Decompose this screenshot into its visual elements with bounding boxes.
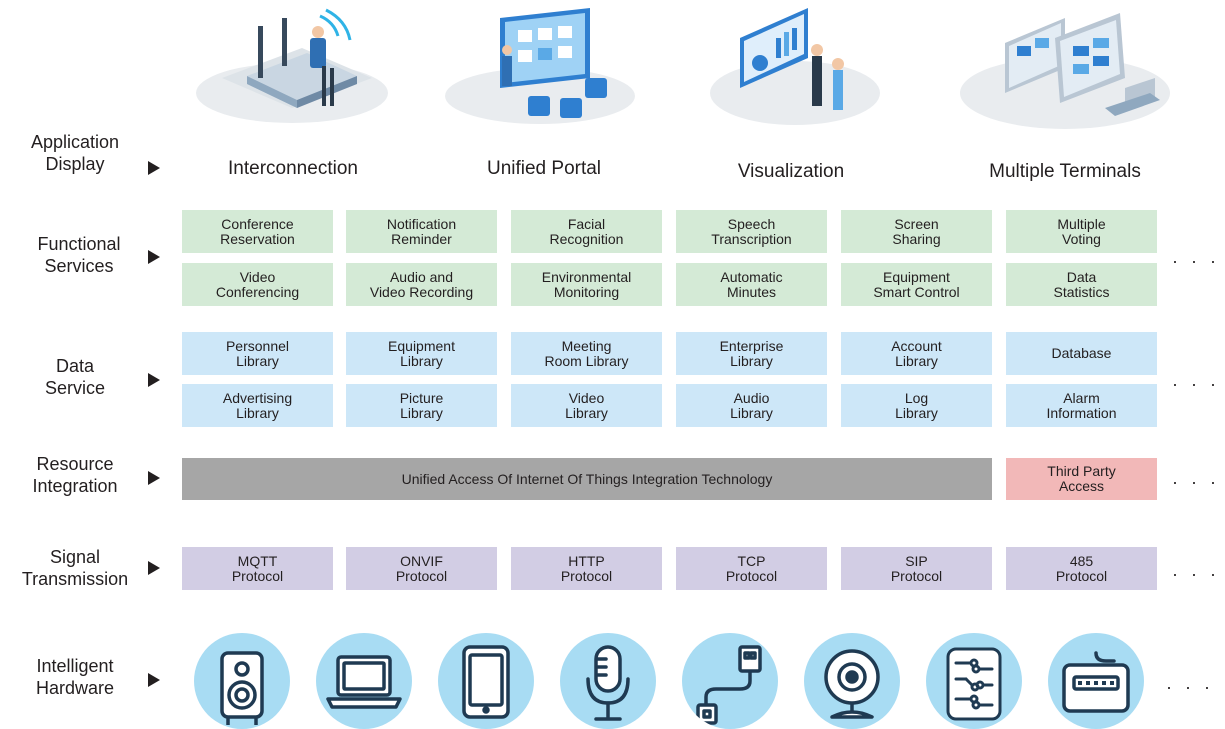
unified-access-bar: Unified Access Of Internet Of Things Int… [182, 458, 992, 500]
arrow-icon [148, 561, 160, 575]
arrow-icon [148, 673, 160, 687]
row-label-intelligent-hardware: Intelligent Hardware [35, 656, 115, 698]
speaker-icon [194, 633, 290, 729]
arrow-icon [148, 373, 160, 387]
interconnection-illustration [196, 8, 388, 123]
third-party-access-box: Third Party Access [1006, 458, 1157, 500]
protocol-box: MQTT Protocol [182, 547, 333, 590]
data-service-box: Enterprise Library [676, 332, 827, 375]
application-title: Multiple Terminals [989, 161, 1141, 182]
laptop-icon [316, 633, 412, 729]
protocol-box: HTTP Protocol [511, 547, 662, 590]
row-label-signal-transmission: Signal Transmission [21, 547, 129, 589]
functional-service-box: Audio and Video Recording [346, 263, 497, 306]
functional-service-box: Facial Recognition [511, 210, 662, 253]
functional-service-box: Conference Reservation [182, 210, 333, 253]
protocol-box: 485 Protocol [1006, 547, 1157, 590]
keyboard-icon [1048, 633, 1144, 729]
application-title: Interconnection [228, 158, 358, 179]
row-label-data-service: Data Service [44, 356, 106, 398]
data-service-box: Video Library [511, 384, 662, 427]
data-service-box: Picture Library [346, 384, 497, 427]
data-service-box: Audio Library [676, 384, 827, 427]
functional-service-box: Environmental Monitoring [511, 263, 662, 306]
data-service-box: Account Library [841, 332, 992, 375]
row-label-resource-integration: Resource Integration [32, 454, 118, 496]
more-ellipsis: · · · [1172, 251, 1220, 271]
functional-service-box: Multiple Voting [1006, 210, 1157, 253]
row-label-application-display: Application Display [30, 132, 120, 174]
data-service-box: Meeting Room Library [511, 332, 662, 375]
arrow-icon [148, 250, 160, 264]
functional-service-box: Screen Sharing [841, 210, 992, 253]
data-service-box: Database [1006, 332, 1157, 375]
more-ellipsis: · · · [1172, 374, 1220, 394]
tablet-icon [438, 633, 534, 729]
protocol-box: ONVIF Protocol [346, 547, 497, 590]
multiple-terminals-illustration [960, 13, 1170, 129]
protocol-box: TCP Protocol [676, 547, 827, 590]
application-title: Unified Portal [486, 158, 602, 179]
usb-cable-icon [682, 633, 778, 729]
data-service-box: Advertising Library [182, 384, 333, 427]
functional-service-box: Speech Transcription [676, 210, 827, 253]
data-service-box: Personnel Library [182, 332, 333, 375]
more-ellipsis: · · · [1166, 677, 1214, 697]
functional-service-box: Notification Reminder [346, 210, 497, 253]
arrow-icon [148, 471, 160, 485]
data-service-box: Equipment Library [346, 332, 497, 375]
data-service-box: Log Library [841, 384, 992, 427]
functional-service-box: Automatic Minutes [676, 263, 827, 306]
unified-portal-illustration [445, 8, 635, 124]
functional-service-box: Data Statistics [1006, 263, 1157, 306]
functional-service-box: Video Conferencing [182, 263, 333, 306]
microphone-icon [560, 633, 656, 729]
more-ellipsis: · · · [1172, 564, 1220, 584]
more-ellipsis: · · · [1172, 472, 1220, 492]
visualization-illustration [710, 8, 880, 125]
arrow-icon [148, 161, 160, 175]
row-label-functional-services: Functional Services [37, 234, 121, 276]
functional-service-box: Equipment Smart Control [841, 263, 992, 306]
protocol-box: SIP Protocol [841, 547, 992, 590]
webcam-icon [804, 633, 900, 729]
circuit-board-icon [926, 633, 1022, 729]
data-service-box: Alarm Information [1006, 384, 1157, 427]
application-title: Visualization [737, 161, 845, 182]
